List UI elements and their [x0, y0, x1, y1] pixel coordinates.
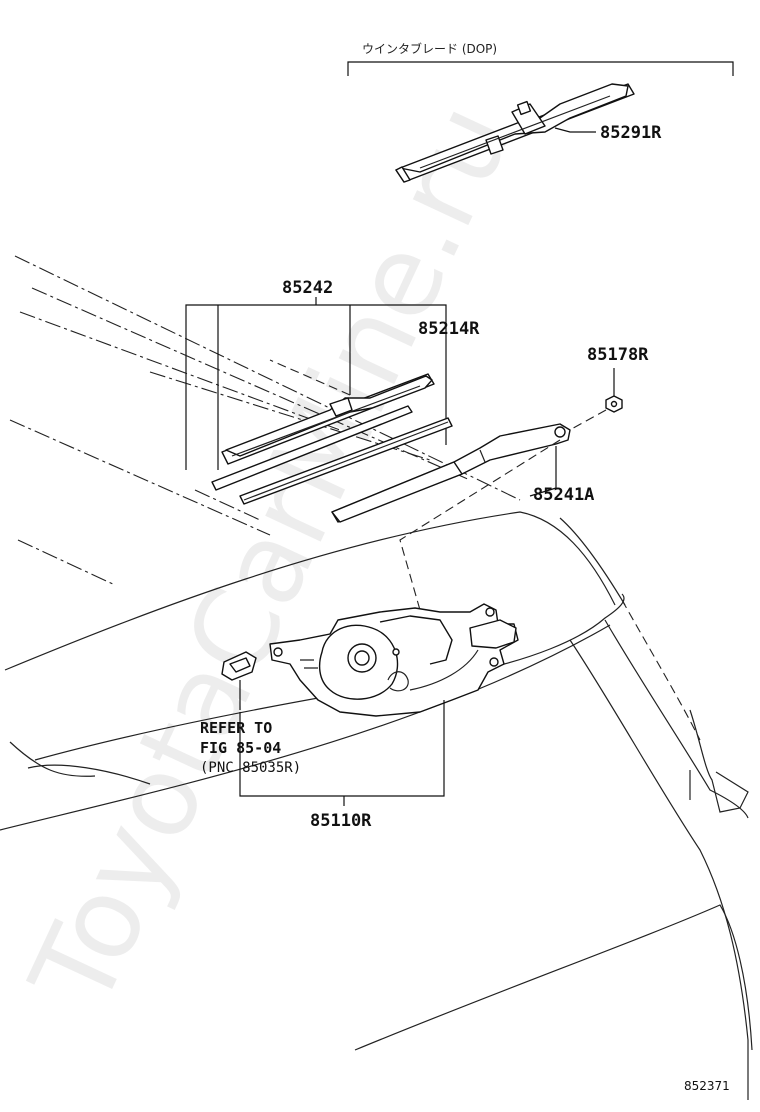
watermark-text: ToyotaCarMine.ru — [6, 85, 538, 1028]
grommet-part[interactable] — [221, 651, 257, 681]
part-label-85178r: 85178R — [587, 345, 649, 365]
option-group-bracket: ウインタブレード (DOP) — [347, 41, 734, 76]
part-label-85110r: 85110R — [310, 811, 372, 831]
wiper-arm-85241a[interactable] — [331, 423, 571, 523]
wiper-motor-85110r[interactable] — [269, 603, 519, 717]
part-label-85291r: 85291R — [600, 123, 662, 143]
reference-note-line2: FIG 85-04 — [200, 739, 281, 757]
part-label-85242: 85242 — [282, 278, 333, 298]
part-label-85241a: 85241A — [533, 485, 594, 505]
wiper-blade-85214r[interactable] — [221, 373, 435, 465]
figure-number: 852371 — [684, 1079, 730, 1093]
reference-note-line1: REFER TO — [200, 719, 272, 737]
bracket-85110r — [239, 700, 445, 806]
part-label-85214r: 85214R — [418, 319, 480, 339]
wiper-rubber-insert[interactable] — [211, 405, 453, 505]
option-group-label: ウインタブレード (DOP) — [362, 41, 497, 56]
bracket-85242 — [185, 297, 447, 470]
nut-85178r[interactable] — [605, 395, 623, 413]
reference-note-line3: (PNC 85035R) — [200, 760, 301, 776]
wiper-blade-dop[interactable] — [395, 83, 635, 183]
vehicle-outline — [0, 255, 753, 1100]
